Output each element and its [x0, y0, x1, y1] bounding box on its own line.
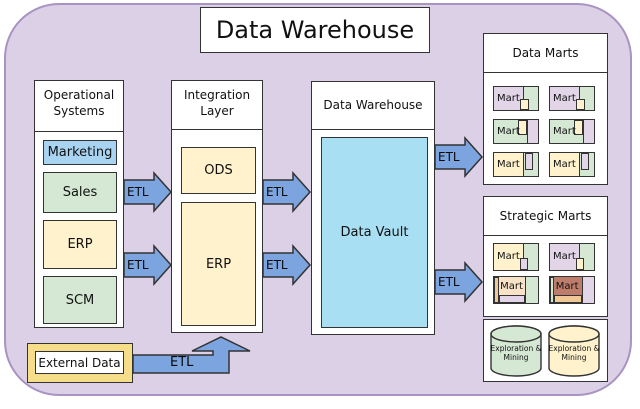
exploration-mining-cylinder: Exploration & Mining: [490, 325, 542, 377]
mart-label: Mart: [553, 125, 576, 137]
mart-label: Mart: [553, 251, 576, 262]
data-warehouse-box: Data Warehouse Data Vault: [311, 81, 435, 335]
data-warehouse-header: Data Warehouse: [312, 82, 434, 130]
system-marketing: Marketing: [43, 140, 117, 165]
etl-label: ETL: [170, 355, 194, 370]
exploration-mining-cylinder: Exploration & Mining: [548, 325, 600, 377]
mart-label: Mart: [500, 280, 523, 292]
mart-strip: [550, 277, 555, 303]
etl-label: ETL: [127, 258, 149, 272]
data-mart: Mart: [549, 119, 595, 144]
strategic-marts-box: Strategic Marts Mart Mart Mart Mart: [483, 196, 608, 317]
strategic-mart: Mart: [493, 243, 539, 271]
integration-erp: ERP: [181, 202, 256, 326]
strategic-mart: Mart: [549, 276, 595, 304]
etl-label: ETL: [438, 150, 460, 164]
etl-label: ETL: [438, 275, 460, 289]
operational-systems-header: Operational Systems: [35, 81, 123, 132]
strategic-mart: Mart: [549, 243, 595, 271]
mart-accent: [524, 153, 533, 170]
mart-label: Mart: [497, 92, 520, 104]
mart-strip: [499, 294, 525, 303]
mart-accent: [580, 153, 589, 170]
up-arrow-icon: [132, 336, 251, 374]
mart-label: Mart: [553, 92, 576, 104]
data-marts-header: Data Marts: [484, 34, 607, 73]
external-data-label: External Data: [38, 355, 121, 370]
data-mart: Mart: [493, 86, 539, 111]
right-arrow-icon: [434, 136, 484, 178]
mart-panel: [524, 277, 538, 303]
mart-label: Mart: [497, 125, 520, 137]
mart-label: Mart: [553, 158, 576, 170]
etl-label: ETL: [127, 185, 149, 199]
database-cylinder-icon: [548, 325, 600, 377]
integration-layer-box: Integration Layer ODS ERP: [171, 80, 263, 333]
cylinder-label: Exploration & Mining: [490, 344, 542, 363]
etl-arrow: ETL: [434, 136, 484, 178]
external-data-box: External Data: [27, 343, 133, 383]
etl-label: ETL: [266, 185, 288, 199]
right-arrow-icon: [123, 244, 173, 286]
system-scm: SCM: [43, 276, 117, 324]
mart-strip: [554, 294, 582, 303]
system-sales: Sales: [43, 172, 117, 213]
exploration-mining-box: Exploration & Mining Exploration & Minin…: [483, 319, 608, 382]
etl-arrow: ETL: [434, 261, 484, 303]
strategic-mart: Mart: [493, 276, 539, 304]
cylinder-label: Exploration & Mining: [548, 344, 600, 363]
mart-panel: [582, 120, 594, 143]
data-vault: Data Vault: [321, 137, 428, 328]
right-arrow-icon: [434, 261, 484, 303]
operational-systems-box: Operational Systems Marketing Sales ERP …: [34, 80, 124, 328]
mart-accent: [519, 258, 529, 270]
mart-label: Mart: [497, 251, 520, 262]
data-mart: Mart: [493, 119, 539, 144]
mart-accent: [575, 98, 586, 110]
etl-arrow: ETL: [262, 171, 312, 213]
right-arrow-icon: [123, 171, 173, 213]
data-marts-box: Data Marts Mart Mart Mart Mart Mart Mart: [483, 33, 608, 185]
external-data-label-box: External Data: [35, 351, 124, 374]
diagram-title-box: Data Warehouse: [200, 7, 430, 53]
database-cylinder-icon: [490, 325, 542, 377]
system-erp: ERP: [43, 220, 117, 269]
etl-label: ETL: [266, 258, 288, 272]
etl-arrow: ETL: [123, 244, 173, 286]
mart-accent: [575, 258, 585, 270]
data-mart: Mart: [549, 152, 595, 177]
diagram-title: Data Warehouse: [215, 16, 415, 44]
mart-label: Mart: [497, 158, 520, 170]
right-arrow-icon: [262, 171, 312, 213]
etl-arrow: ETL: [262, 244, 312, 286]
data-mart: Mart: [493, 152, 539, 177]
mart-panel: [581, 277, 594, 303]
etl-arrow-up: ETL: [132, 336, 251, 374]
integration-ods: ODS: [181, 147, 256, 194]
etl-arrow: ETL: [123, 171, 173, 213]
mart-panel: [526, 120, 538, 143]
mart-accent: [573, 120, 584, 135]
data-mart: Mart: [549, 86, 595, 111]
mart-accent: [517, 120, 528, 135]
mart-strip: [494, 277, 500, 303]
strategic-marts-header: Strategic Marts: [484, 197, 607, 236]
mart-accent: [519, 98, 530, 110]
mart-label: Mart: [555, 280, 579, 292]
integration-layer-header: Integration Layer: [172, 81, 262, 130]
right-arrow-icon: [262, 244, 312, 286]
